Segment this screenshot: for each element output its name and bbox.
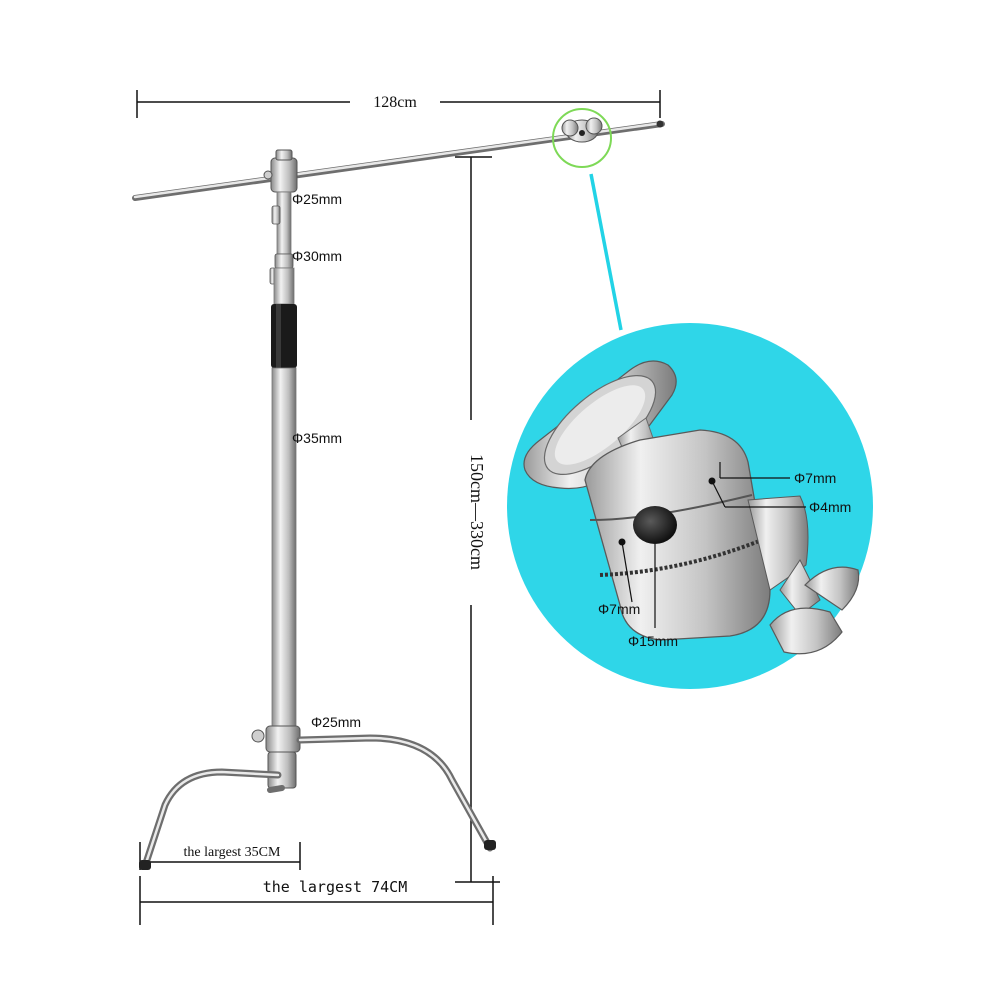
grip-hole-large-label: Φ15mm (628, 633, 678, 649)
arm-length-dimension (136, 90, 661, 118)
grip-hole-top-label: Φ7mm (794, 470, 836, 486)
tube-diameter-upper: Φ30mm (292, 248, 342, 264)
height-range-label: 150cm—330cm (467, 454, 487, 570)
callout-leaders (621, 462, 806, 628)
grip-hole-small-label: Φ4mm (809, 499, 851, 515)
base-knuckle-icon (251, 725, 301, 789)
c-stand-icon (132, 108, 665, 870)
base-small-label: the largest 35CM (184, 845, 282, 860)
tube-diameter-main: Φ35mm (292, 430, 342, 446)
grip-head-icon (523, 360, 860, 655)
tube-diameter-top: Φ25mm (292, 191, 342, 207)
top-knuckle-icon (263, 149, 298, 193)
boom-grip-head-icon (561, 117, 603, 143)
arm-length-label: 128cm (373, 94, 417, 111)
base-large-label: the largest 74CM (263, 878, 408, 896)
callout-connector (589, 173, 623, 331)
highlight-ring (552, 108, 612, 168)
base-large-dimension (139, 876, 494, 925)
tube-diameter-base: Φ25mm (311, 714, 361, 730)
grip-hole-side-label: Φ7mm (598, 601, 640, 617)
height-dimension (455, 156, 500, 883)
